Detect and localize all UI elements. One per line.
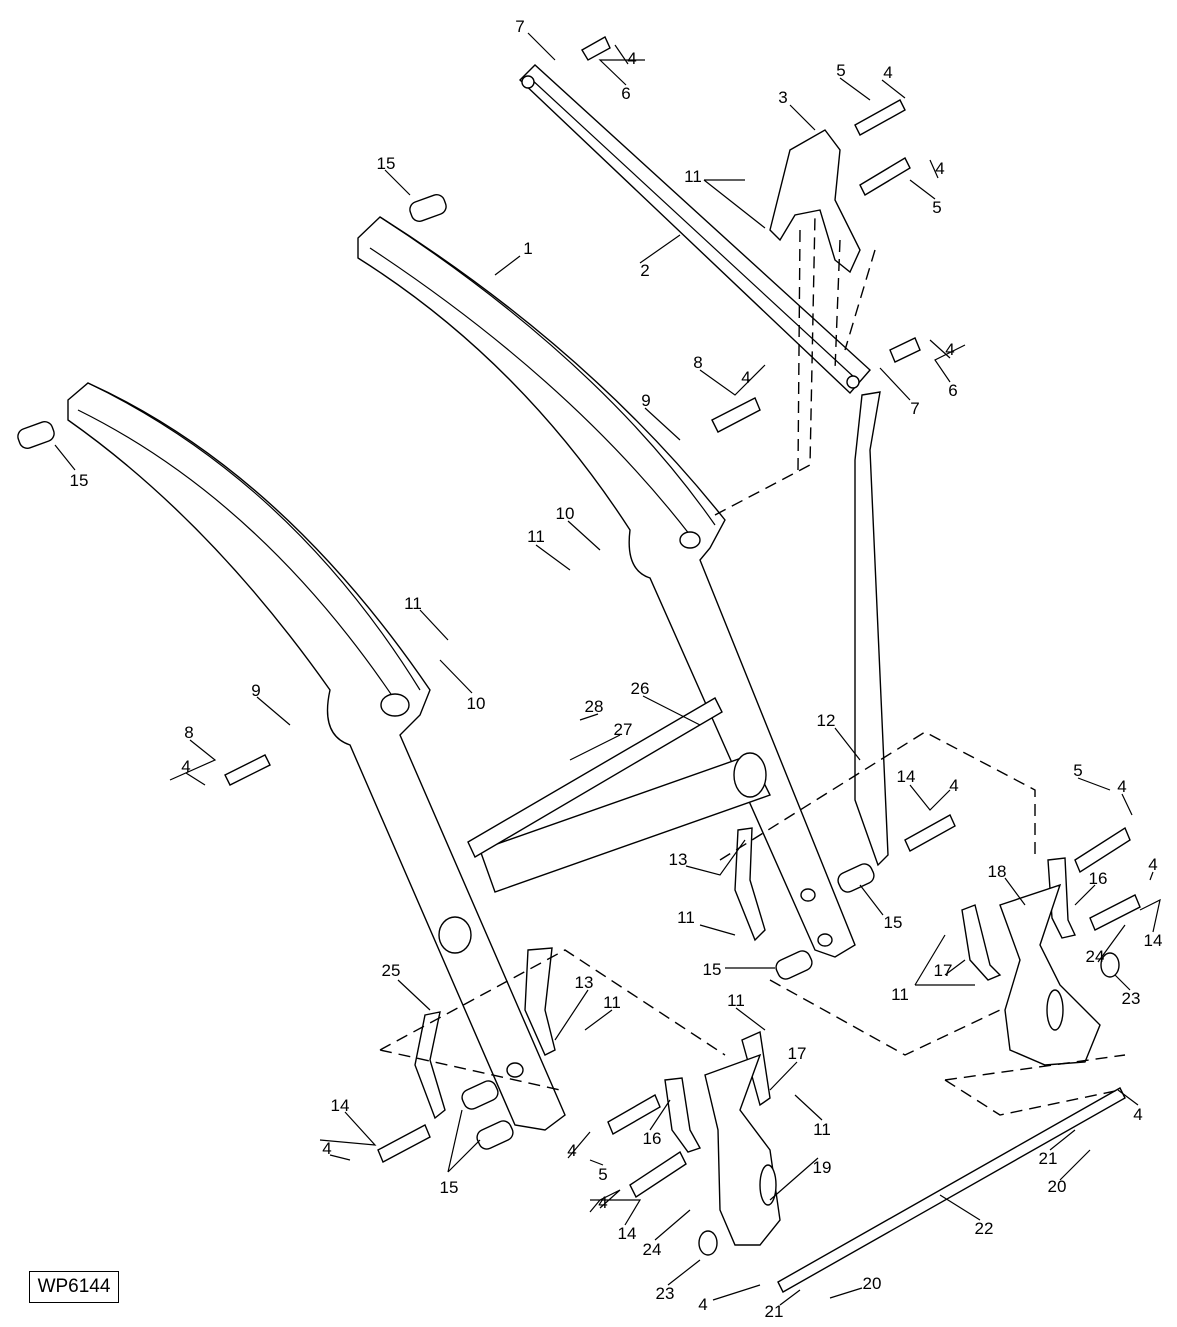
callout: 9 bbox=[251, 681, 260, 700]
callout: 15 bbox=[377, 154, 396, 173]
bellcrank-bracket bbox=[769, 129, 861, 274]
callout: 9 bbox=[641, 391, 650, 410]
callout: 4 bbox=[698, 1295, 707, 1314]
callout: 11 bbox=[727, 991, 745, 1010]
callout: 23 bbox=[1122, 989, 1141, 1008]
callout: 10 bbox=[556, 504, 575, 523]
callout: 4 bbox=[883, 63, 892, 82]
callout: 26 bbox=[631, 679, 650, 698]
callout: 11 bbox=[677, 908, 695, 927]
callout: 28 bbox=[585, 697, 604, 716]
callout: 14 bbox=[331, 1096, 350, 1115]
callout: 6 bbox=[948, 381, 957, 400]
callout: 4 bbox=[1117, 777, 1126, 796]
mount-brackets bbox=[704, 883, 1101, 1246]
callout: 22 bbox=[975, 1219, 994, 1238]
callout: 14 bbox=[897, 767, 916, 786]
callout: 10 bbox=[467, 694, 486, 713]
left-boom bbox=[67, 382, 566, 1131]
callout: 24 bbox=[1086, 947, 1105, 966]
callout: 5 bbox=[836, 61, 845, 80]
right-boom bbox=[357, 216, 856, 958]
callout: 4 bbox=[1133, 1105, 1142, 1124]
callout: 20 bbox=[1048, 1177, 1067, 1196]
upper-link bbox=[518, 64, 871, 395]
callout: 17 bbox=[788, 1044, 807, 1063]
callout: 15 bbox=[70, 471, 89, 490]
callout: 13 bbox=[575, 973, 594, 992]
callout: 11 bbox=[891, 985, 909, 1004]
callout: 11 bbox=[527, 527, 545, 546]
callout: 3 bbox=[778, 88, 787, 107]
callout: 24 bbox=[643, 1240, 662, 1259]
callout: 25 bbox=[382, 961, 401, 980]
callout: 21 bbox=[1039, 1149, 1058, 1168]
leader-lines bbox=[54, 32, 1161, 1306]
callout: 8 bbox=[693, 353, 702, 372]
callout: 4 bbox=[949, 776, 958, 795]
callout: 16 bbox=[1089, 869, 1108, 888]
knob bbox=[1100, 952, 1120, 978]
callout: 4 bbox=[741, 368, 750, 387]
callout: 7 bbox=[910, 399, 919, 418]
pins bbox=[224, 36, 1141, 1293]
callout: 5 bbox=[932, 198, 941, 217]
callout: 20 bbox=[863, 1274, 882, 1293]
figure-id-label: WP6144 bbox=[29, 1271, 119, 1303]
callout: 16 bbox=[643, 1129, 662, 1148]
callout: 4 bbox=[935, 159, 944, 178]
callout: 11 bbox=[603, 993, 621, 1012]
callout: 2 bbox=[640, 261, 649, 280]
callout: 8 bbox=[184, 723, 193, 742]
callout: 5 bbox=[1073, 761, 1082, 780]
callout: 7 bbox=[515, 17, 524, 36]
callout: 15 bbox=[884, 913, 903, 932]
callout: 4 bbox=[322, 1139, 331, 1158]
callout: 4 bbox=[181, 757, 190, 776]
callout: 6 bbox=[621, 84, 630, 103]
callout: 23 bbox=[656, 1284, 675, 1303]
callout: 17 bbox=[934, 961, 953, 980]
callout: 13 bbox=[669, 850, 688, 869]
callout: 4 bbox=[945, 340, 954, 359]
callout: 5 bbox=[598, 1165, 607, 1184]
callout: 11 bbox=[404, 594, 422, 613]
callout: 11 bbox=[813, 1120, 831, 1139]
callout: 18 bbox=[988, 862, 1007, 881]
callout: 11 bbox=[684, 167, 702, 186]
callout: 4 bbox=[567, 1141, 576, 1160]
alignment-lines bbox=[379, 214, 1126, 1116]
callout: 4 bbox=[598, 1193, 607, 1212]
links bbox=[414, 391, 1077, 1153]
callout: 15 bbox=[703, 960, 722, 979]
callout: 4 bbox=[627, 49, 636, 68]
callout: 14 bbox=[618, 1224, 637, 1243]
bushings bbox=[17, 194, 875, 1150]
callout: 19 bbox=[813, 1158, 832, 1177]
callout: 27 bbox=[614, 720, 633, 739]
callout: 1 bbox=[523, 239, 532, 258]
callout: 4 bbox=[1148, 855, 1157, 874]
callout: 21 bbox=[765, 1302, 784, 1321]
crosstube bbox=[467, 697, 771, 893]
knob bbox=[698, 1230, 718, 1256]
callout: 14 bbox=[1144, 931, 1163, 950]
callout-labels: 1 2 3 4 5 4 6 7 11 4 5 15 15 8 4 9 4 6 7… bbox=[70, 17, 1163, 1321]
callout: 12 bbox=[817, 711, 836, 730]
callout: 15 bbox=[440, 1178, 459, 1197]
